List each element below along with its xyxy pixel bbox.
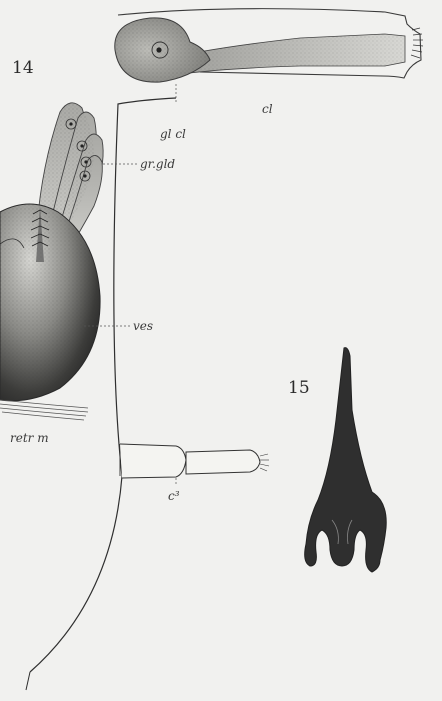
vesicle [0,204,100,401]
lower-appendage [120,444,269,486]
figure-number-15: 15 [288,380,310,397]
retractor-muscle [0,400,88,420]
label-retr-m: retr m [10,432,49,444]
label-gr-gld: gr.gld [140,158,175,170]
label-ves: ves [133,320,153,332]
label-gl-cl: gl cl [160,128,186,140]
club-gland [115,18,210,104]
spicule-figure-15 [305,348,387,572]
label-cl: cl [262,103,273,115]
label-c3: c³ [168,490,180,502]
figure-number-14: 14 [12,60,34,77]
